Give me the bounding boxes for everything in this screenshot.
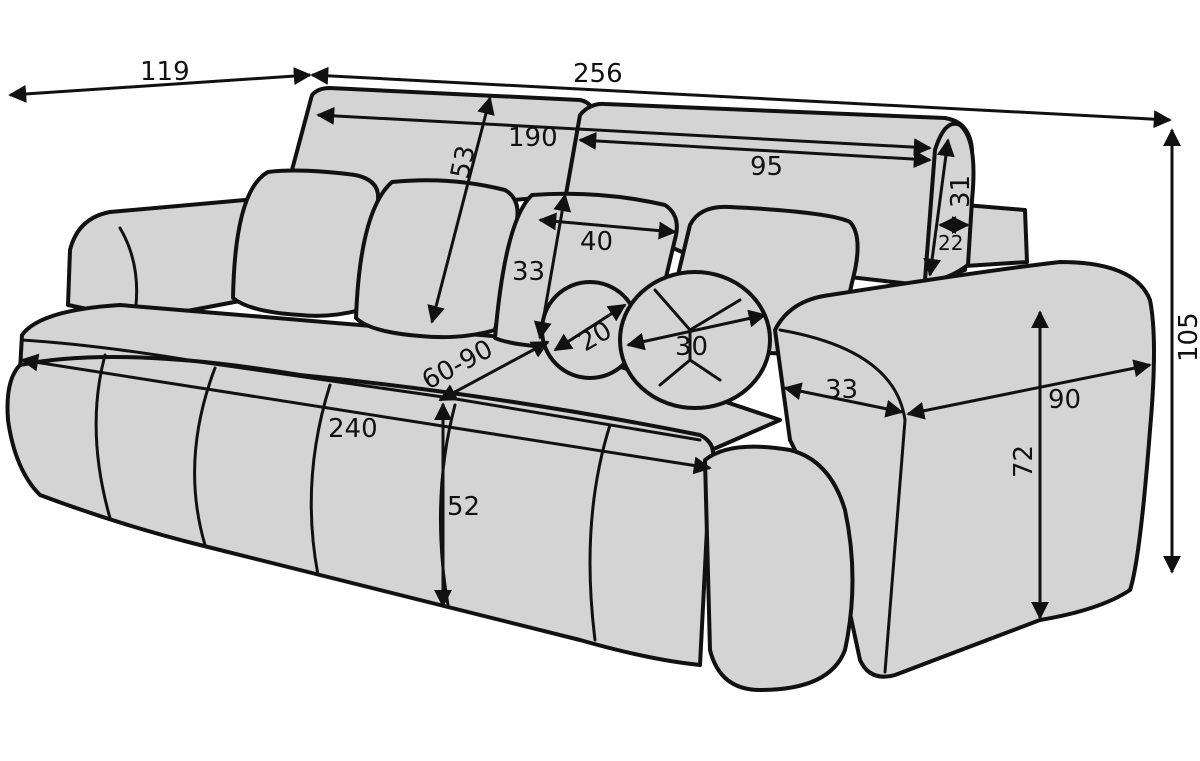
pillow-height-label: 33 xyxy=(512,257,545,287)
round-large-label: 30 xyxy=(675,332,708,362)
round-large-dim-line xyxy=(626,309,767,351)
armrest-depth-label: 90 xyxy=(1048,385,1081,415)
seat-width-label: 240 xyxy=(328,414,378,444)
backrest-section-label: 95 xyxy=(750,152,783,182)
dimension-lines xyxy=(8,66,1181,620)
headrest-depth-label: 22 xyxy=(938,231,963,255)
left-armrest-seam xyxy=(118,226,139,307)
width-dim-line xyxy=(310,66,1172,129)
sofa-illustration xyxy=(5,86,1156,692)
width-label: 256 xyxy=(573,59,623,89)
total-height-label: 105 xyxy=(1174,312,1200,362)
seat-height-label: 52 xyxy=(447,492,480,522)
headrest-height-label: 31 xyxy=(946,175,976,208)
back-right-block xyxy=(963,203,1029,268)
backrest-height-label: 53 xyxy=(446,143,482,182)
armrest-width-dim-line xyxy=(783,382,904,418)
seat-end-cushion xyxy=(703,444,855,692)
right-armrest-front-seam xyxy=(883,418,907,674)
pillow-width-dim-line xyxy=(538,212,677,240)
depth-dim-line xyxy=(8,67,312,103)
pillow-1 xyxy=(231,168,381,318)
backrest-section-dim-line xyxy=(578,131,932,169)
depth-label: 119 xyxy=(140,57,190,87)
backrest-height-dim-line xyxy=(427,96,495,324)
armrest-depth-dim-line xyxy=(906,359,1152,420)
left-armrest xyxy=(66,198,254,322)
backrest-width-label: 190 xyxy=(508,123,558,153)
armrest-width-label: 33 xyxy=(825,375,858,405)
seat-width-dim-line xyxy=(20,353,712,475)
round-small-dim-line xyxy=(553,303,627,352)
armrest-height-label: 72 xyxy=(1009,445,1039,478)
pillow-2 xyxy=(354,178,520,340)
headrest-height-dim-line xyxy=(923,138,955,277)
pillow-width-label: 40 xyxy=(580,227,613,257)
